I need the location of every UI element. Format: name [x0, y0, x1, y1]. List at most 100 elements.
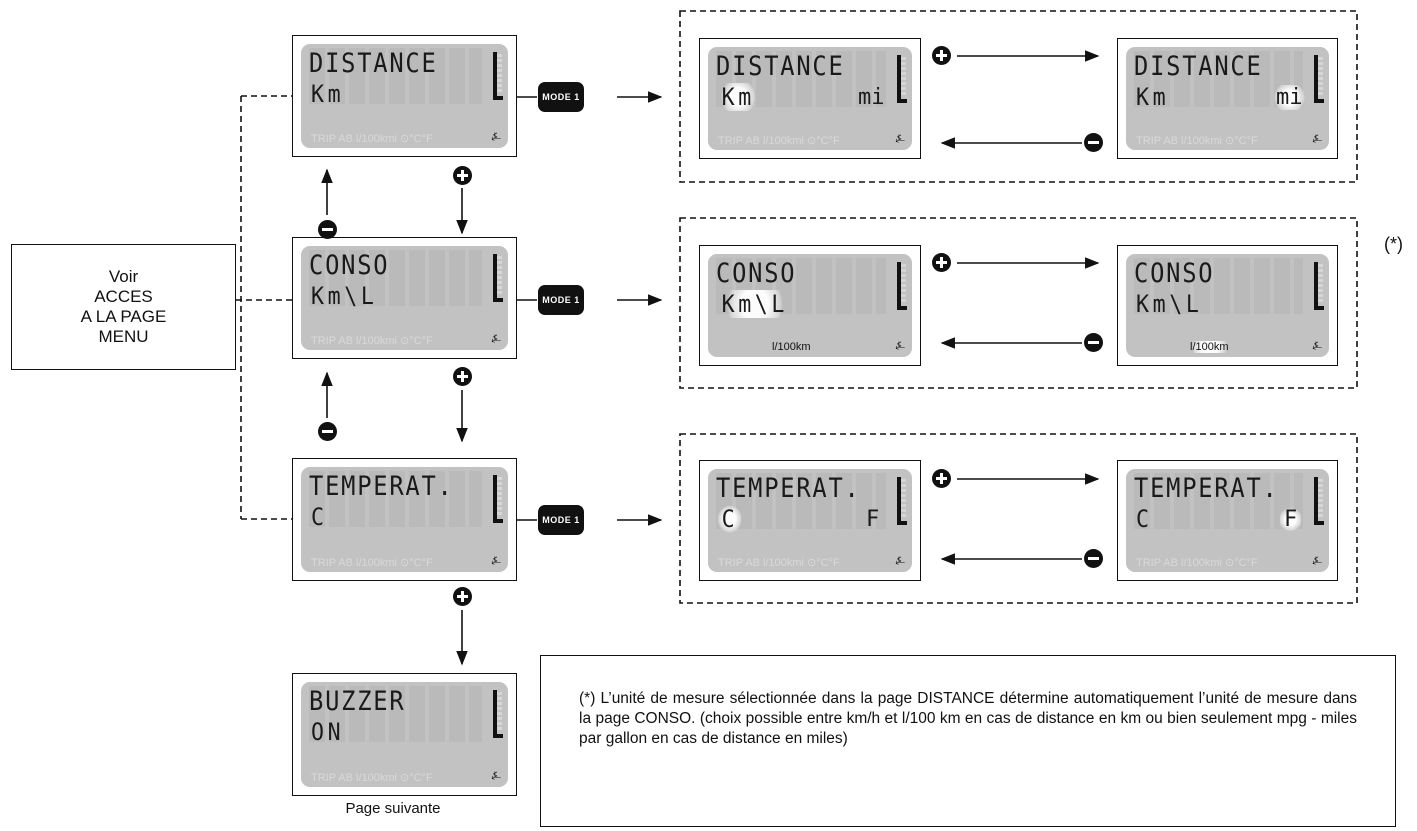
fuel-bar — [897, 55, 907, 103]
conso-kml-screen: CONSO Km\L l/100km ⍼ — [699, 245, 921, 366]
plus-circle-icon — [453, 166, 472, 185]
lcd-line-1: CONSO — [716, 258, 797, 289]
lcd-alt-unit-flashing: mi — [1272, 85, 1307, 110]
distance-mi-screen: DISTANCE Km mi TRIP AB l/100kmi ⊙°C°F ⍼ — [1117, 38, 1338, 159]
fuel-bar — [897, 477, 907, 525]
thermometer-icon: ⍼ — [895, 133, 905, 145]
fuel-bar — [1314, 55, 1324, 103]
lcd-line-2: C — [311, 503, 328, 531]
fuel-bar — [1314, 477, 1324, 525]
lcd-display: BUZZER ON TRIP AB l/100kmi ⊙°C°F ⍼ — [301, 682, 508, 787]
lcd-indicators: TRIP AB l/100kmi ⊙°C°F — [718, 135, 840, 147]
temperat-screen: TEMPERAT. C TRIP AB l/100kmi ⊙°C°F ⍼ — [292, 458, 517, 581]
lcd-indicators: TRIP AB l/100kmi ⊙°C°F — [1136, 557, 1258, 569]
plus-circle-icon — [932, 46, 951, 65]
lcd-alt-unit-flashing: l/100km — [1186, 341, 1233, 353]
lcd-display: DISTANCE Km TRIP AB l/100kmi ⊙°C°F ⍼ — [301, 44, 508, 148]
minus-circle-icon — [1084, 549, 1103, 568]
thermometer-icon: ⍼ — [491, 555, 501, 567]
lcd-line-2: ON — [311, 718, 345, 746]
menu-link-line-1: Voir — [108, 267, 139, 286]
lcd-display: TEMPERAT. C F TRIP AB l/100kmi ⊙°C°F ⍼ — [708, 469, 912, 572]
lcd-indicators: TRIP AB l/100kmi ⊙°C°F — [311, 772, 433, 784]
lcd-line-2: C — [1136, 505, 1153, 533]
lcd-indicators: TRIP AB l/100kmi ⊙°C°F — [311, 557, 433, 569]
lcd-alt-unit: l/100km — [772, 341, 811, 353]
thermometer-icon: ⍼ — [491, 333, 501, 345]
thermometer-icon: ⍼ — [1312, 133, 1322, 145]
minus-circle-icon — [318, 422, 337, 441]
lcd-line-1: DISTANCE — [1134, 51, 1263, 82]
temperat-options-group — [679, 433, 1358, 604]
plus-circle-icon — [453, 587, 472, 606]
fuel-bar — [493, 690, 503, 738]
lcd-line-2-flashing: Km\L — [718, 290, 792, 318]
lcd-line-2-flashing: C — [718, 505, 742, 533]
lcd-line-1: DISTANCE — [716, 51, 845, 82]
footnote-marker: (*) — [1384, 234, 1403, 254]
fuel-bar — [897, 262, 907, 310]
lcd-indicators: TRIP AB l/100kmi ⊙°C°F — [311, 133, 433, 145]
menu-link-line-3: A LA PAGE — [80, 307, 167, 326]
lcd-alt-unit: mi — [858, 85, 885, 110]
temperat-c-screen: TEMPERAT. C F TRIP AB l/100kmi ⊙°C°F ⍼ — [699, 460, 921, 581]
plus-circle-icon — [932, 253, 951, 272]
next-page-caption: Page suivante — [345, 800, 441, 817]
lcd-line-1: TEMPERAT. — [716, 473, 861, 504]
menu-page-link-box: Voir ACCES A LA PAGE MENU — [11, 244, 236, 370]
mode-1-button-temperat: MODE 1 — [538, 505, 584, 535]
plus-circle-icon — [932, 469, 951, 488]
mode-1-button-distance: MODE 1 — [538, 82, 584, 112]
lcd-indicators: TRIP AB l/100kmi ⊙°C°F — [311, 335, 433, 347]
lcd-line-2: Km\L — [1136, 290, 1203, 318]
thermometer-icon: ⍼ — [1312, 340, 1322, 352]
conso-l100km-screen: CONSO Km\L l/100km ⍼ — [1117, 245, 1338, 366]
lcd-display: TEMPERAT. C TRIP AB l/100kmi ⊙°C°F ⍼ — [301, 467, 508, 572]
minus-circle-icon — [318, 220, 337, 239]
menu-link-line-2: ACCES — [94, 287, 153, 306]
lcd-line-1: TEMPERAT. — [1134, 473, 1279, 504]
lcd-display: CONSO Km\L l/100km ⍼ — [708, 254, 912, 357]
lcd-display: CONSO Km\L l/100km ⍼ — [1126, 254, 1329, 357]
conso-options-group — [679, 217, 1358, 389]
plus-circle-icon — [453, 367, 472, 386]
lcd-line-1: TEMPERAT. — [309, 471, 454, 502]
mode-1-button-conso: MODE 1 — [538, 285, 584, 315]
lcd-line-1: DISTANCE — [309, 48, 438, 79]
distance-options-group — [679, 10, 1358, 183]
lcd-display: DISTANCE Km mi TRIP AB l/100kmi ⊙°C°F ⍼ — [708, 47, 912, 150]
lcd-display: CONSO Km\L TRIP AB l/100kmi ⊙°C°F ⍼ — [301, 246, 508, 350]
lcd-indicators: TRIP AB l/100kmi ⊙°C°F — [1136, 135, 1258, 147]
lcd-line-1: BUZZER — [309, 686, 406, 717]
lcd-line-1: CONSO — [1134, 258, 1215, 289]
footnote-text: (*) L’unité de mesure sélectionnée dans … — [579, 690, 1357, 747]
fuel-bar — [493, 475, 503, 523]
lcd-line-1: CONSO — [309, 250, 390, 281]
lcd-alt-unit: F — [866, 507, 880, 532]
conso-screen: CONSO Km\L TRIP AB l/100kmi ⊙°C°F ⍼ — [292, 237, 517, 359]
minus-circle-icon — [1084, 333, 1103, 352]
thermometer-icon: ⍼ — [1312, 555, 1322, 567]
thermometer-icon: ⍼ — [895, 340, 905, 352]
thermometer-icon: ⍼ — [491, 131, 501, 143]
lcd-display: TEMPERAT. C F TRIP AB l/100kmi ⊙°C°F ⍼ — [1126, 469, 1329, 572]
lcd-line-2: Km\L — [311, 282, 378, 310]
lcd-display: DISTANCE Km mi TRIP AB l/100kmi ⊙°C°F ⍼ — [1126, 47, 1329, 150]
minus-circle-icon — [1084, 133, 1103, 152]
footnote-box: (*) L’unité de mesure sélectionnée dans … — [540, 655, 1396, 827]
fuel-bar — [493, 52, 503, 100]
temperat-f-screen: TEMPERAT. C F TRIP AB l/100kmi ⊙°C°F ⍼ — [1117, 460, 1338, 581]
distance-km-screen: DISTANCE Km mi TRIP AB l/100kmi ⊙°C°F ⍼ — [699, 38, 921, 159]
lcd-alt-unit-flashing: F — [1280, 507, 1302, 532]
lcd-line-2: Km — [1136, 83, 1170, 111]
fuel-bar — [493, 254, 503, 302]
thermometer-icon: ⍼ — [895, 555, 905, 567]
buzzer-screen: BUZZER ON TRIP AB l/100kmi ⊙°C°F ⍼ — [292, 673, 517, 796]
menu-link-line-4: MENU — [98, 327, 149, 346]
lcd-line-2: Km — [311, 80, 345, 108]
menu-tree-line — [236, 95, 292, 520]
fuel-bar — [1314, 262, 1324, 310]
lcd-line-2-flashing: Km — [718, 83, 759, 111]
thermometer-icon: ⍼ — [491, 770, 501, 782]
